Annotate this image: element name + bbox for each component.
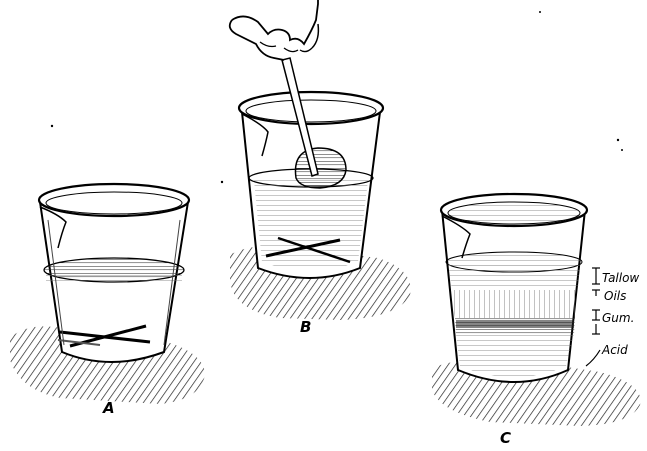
layer-label-acid: Acid [601,343,628,357]
panel-b-label: B [300,318,311,336]
panel-c-label: C [500,429,511,447]
beaker-b [230,0,411,320]
layer-label-gum: Gum. [602,311,634,325]
layer-markers [586,268,600,366]
beaker-c [432,194,641,426]
beaker-a [10,184,205,404]
panel-a-label: A [102,399,115,417]
layer-label-tallow: Tallow [602,271,639,285]
layer-label-oils: Oils [604,289,626,303]
hand [232,0,318,44]
